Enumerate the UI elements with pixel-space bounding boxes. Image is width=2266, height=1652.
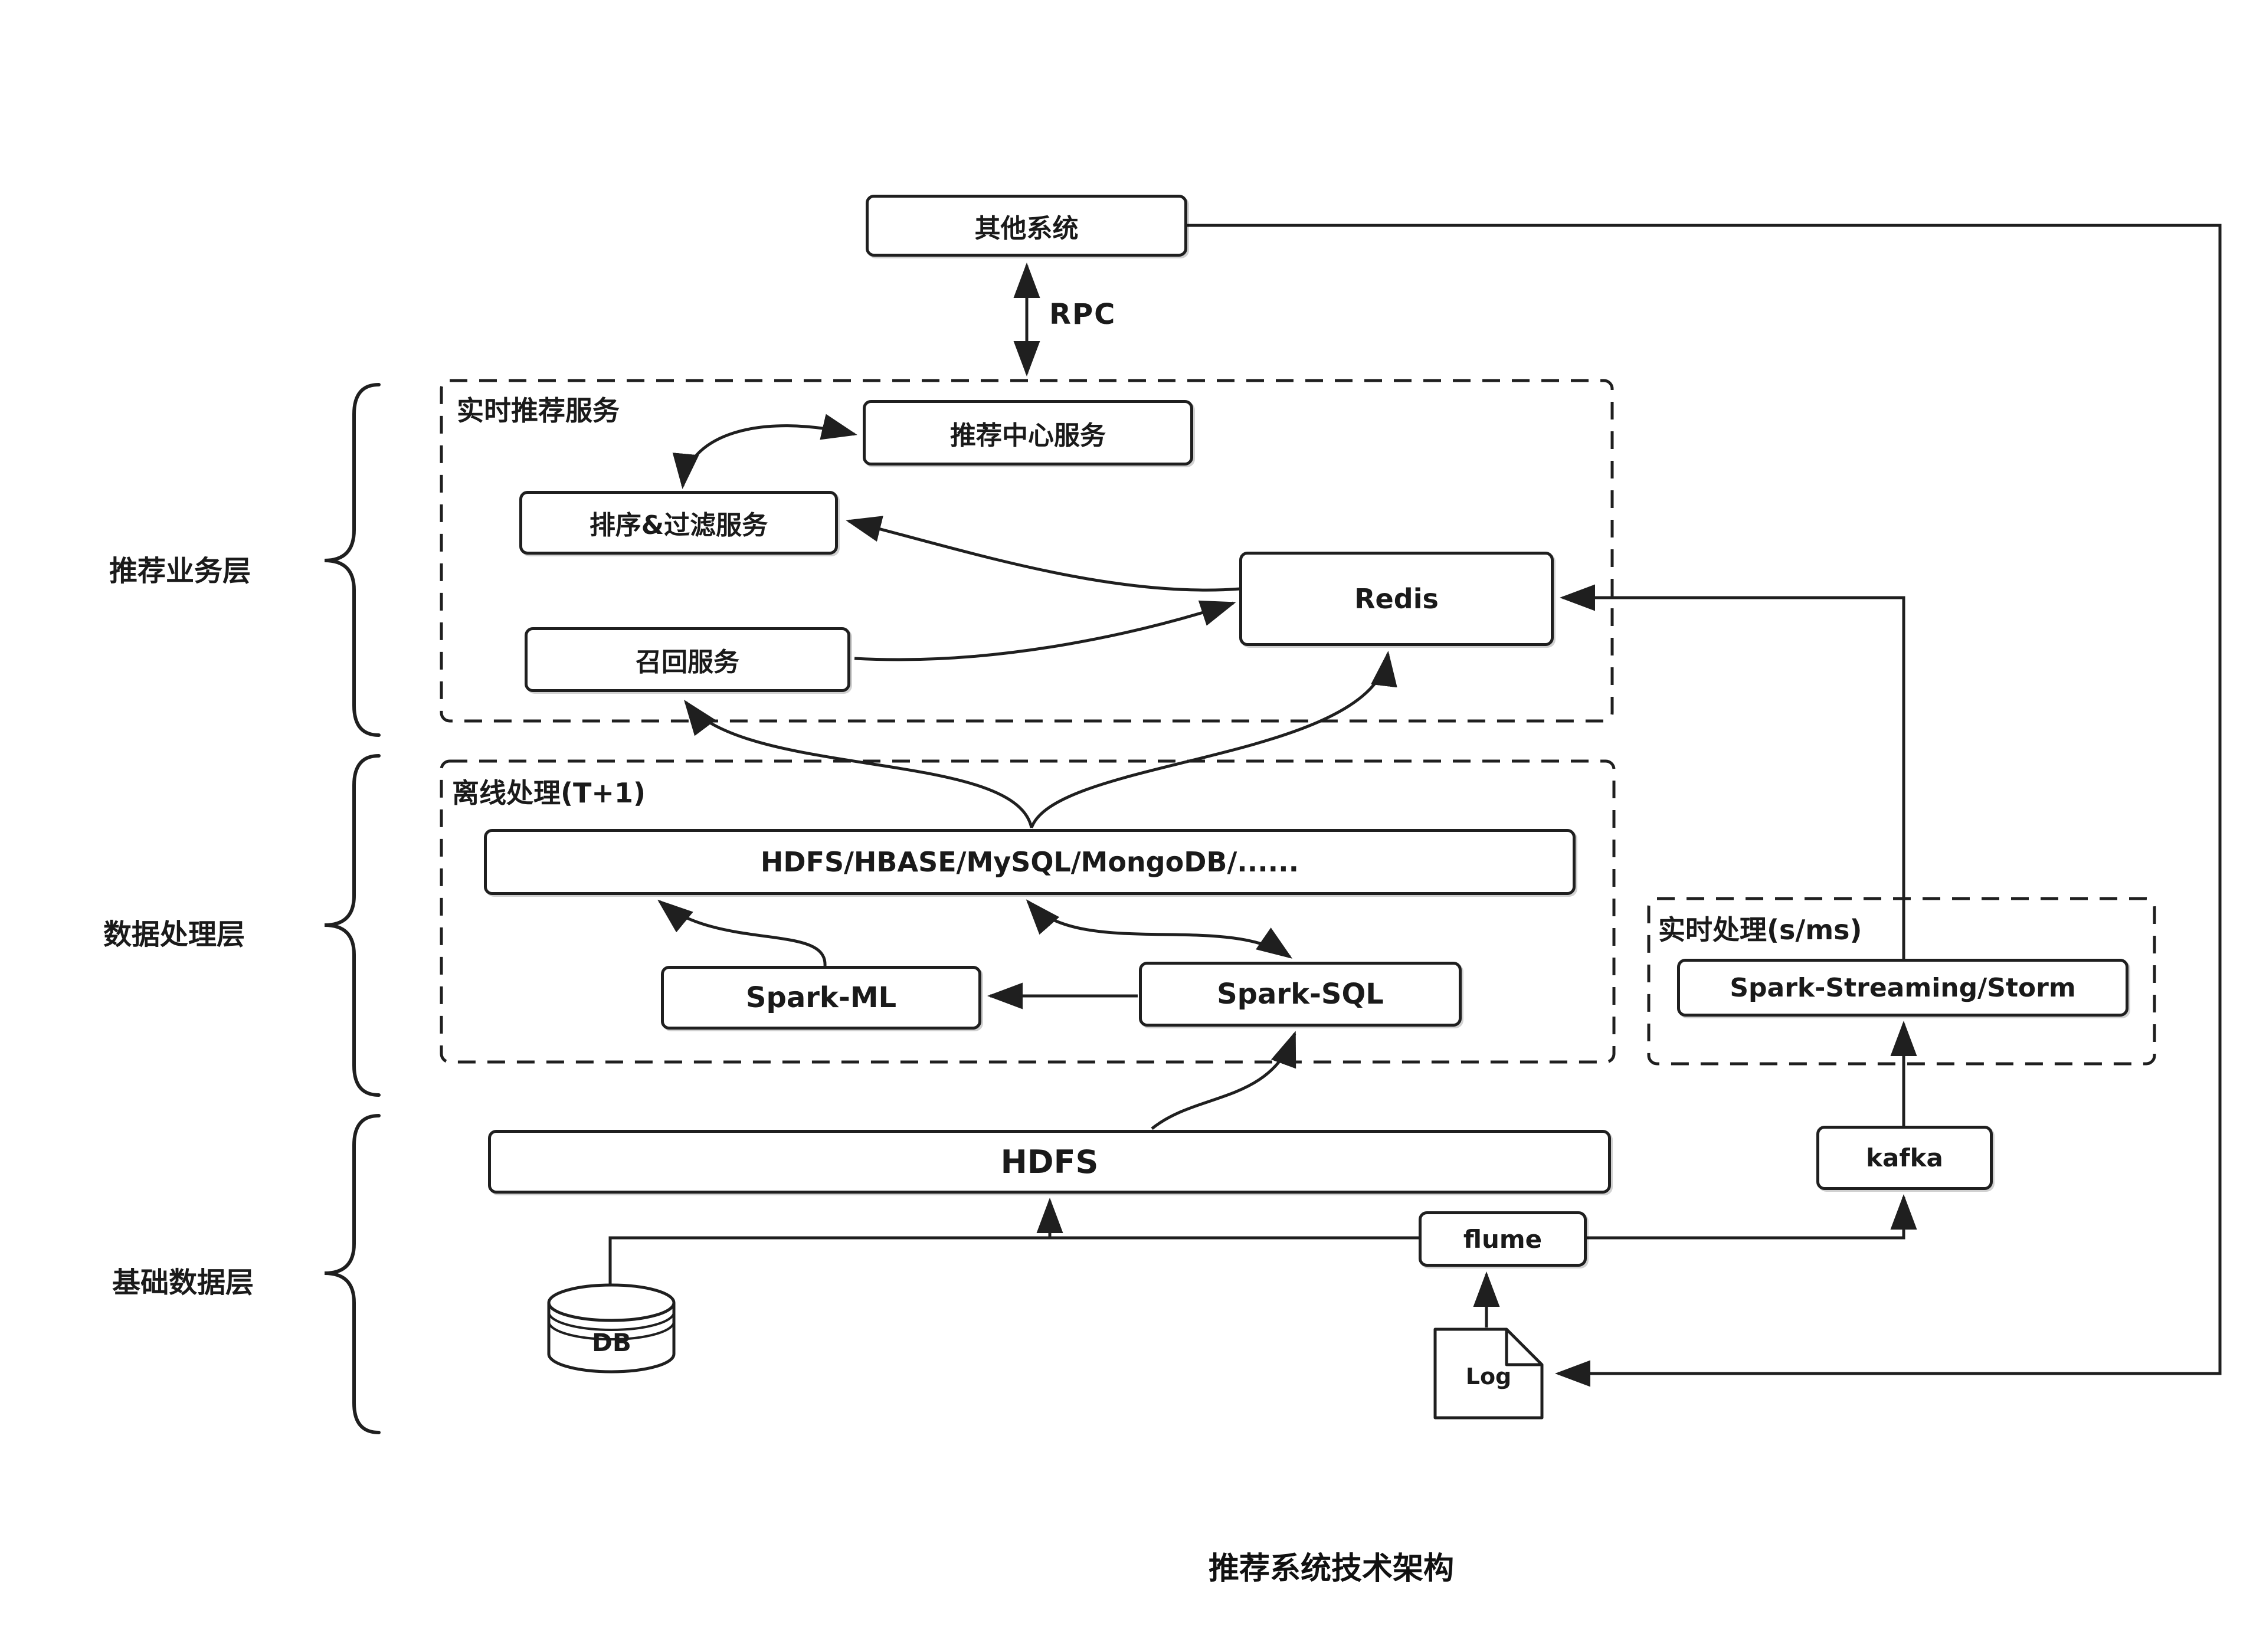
- group-label-realtime-service: 实时推荐服务: [457, 395, 620, 427]
- brace-data-layer: [324, 754, 381, 1097]
- node-rec-center: 推荐中心服务: [863, 400, 1193, 466]
- group-label-realtime-processing: 实时处理(s/ms): [1658, 914, 1862, 946]
- log-label: Log: [1465, 1363, 1512, 1389]
- edge-storage-sparksql: [1026, 899, 1293, 959]
- node-kafka: kafka: [1816, 1126, 1993, 1190]
- edge-storage-to-recall: [683, 700, 1033, 828]
- edge-flume-to-kafka: [1587, 1194, 1917, 1240]
- rpc-edge-label: RPC: [1049, 298, 1116, 331]
- node-redis: Redis: [1239, 552, 1554, 646]
- edge-redis-to-sortfilter: [846, 516, 1241, 592]
- edge-hdfs-to-sparksql: [1151, 1031, 1296, 1130]
- edge-streaming-to-redis: [1560, 584, 1905, 959]
- layer-label-base-data: 基础数据层: [112, 1266, 254, 1299]
- db-label: DB: [592, 1328, 631, 1357]
- node-hdfs: HDFS: [488, 1130, 1611, 1194]
- edge-other-system-to-log: [1187, 224, 2222, 1387]
- realtime-processing-group-border: [1647, 897, 2156, 1066]
- node-storage: HDFS/HBASE/MySQL/MongoDB/......: [484, 829, 1576, 895]
- node-spark-ml: Spark-ML: [661, 966, 981, 1030]
- log-document-icon: [1433, 1328, 1544, 1420]
- layer-label-data-processing: 数据处理层: [103, 918, 245, 951]
- edge-sparkml-to-storage: [657, 899, 827, 966]
- node-sort-filter: 排序&过滤服务: [519, 491, 838, 555]
- node-other-system: 其他系统: [866, 195, 1187, 257]
- db-cylinder-icon: [547, 1283, 676, 1374]
- group-label-offline-processing: 离线处理(T+1): [452, 777, 646, 809]
- diagram-title: 推荐系统技术架构: [1208, 1551, 1454, 1587]
- edge-db-flume-bus: [608, 1236, 1419, 1286]
- offline-processing-group-border: [440, 759, 1616, 1064]
- node-spark-streaming: Spark-Streaming/Storm: [1677, 959, 2129, 1017]
- edge-recall-to-redis: [854, 600, 1236, 661]
- node-flume: flume: [1419, 1211, 1587, 1267]
- edge-sortfilter-reccenter: [672, 414, 857, 489]
- brace-base-layer: [324, 1114, 381, 1434]
- node-recall: 召回服务: [525, 627, 850, 692]
- node-spark-sql: Spark-SQL: [1139, 962, 1462, 1027]
- layer-label-business: 推荐业务层: [109, 555, 251, 588]
- brace-business-layer: [324, 383, 381, 737]
- edge-storage-to-redis: [1030, 651, 1397, 828]
- realtime-service-group-border: [440, 379, 1614, 723]
